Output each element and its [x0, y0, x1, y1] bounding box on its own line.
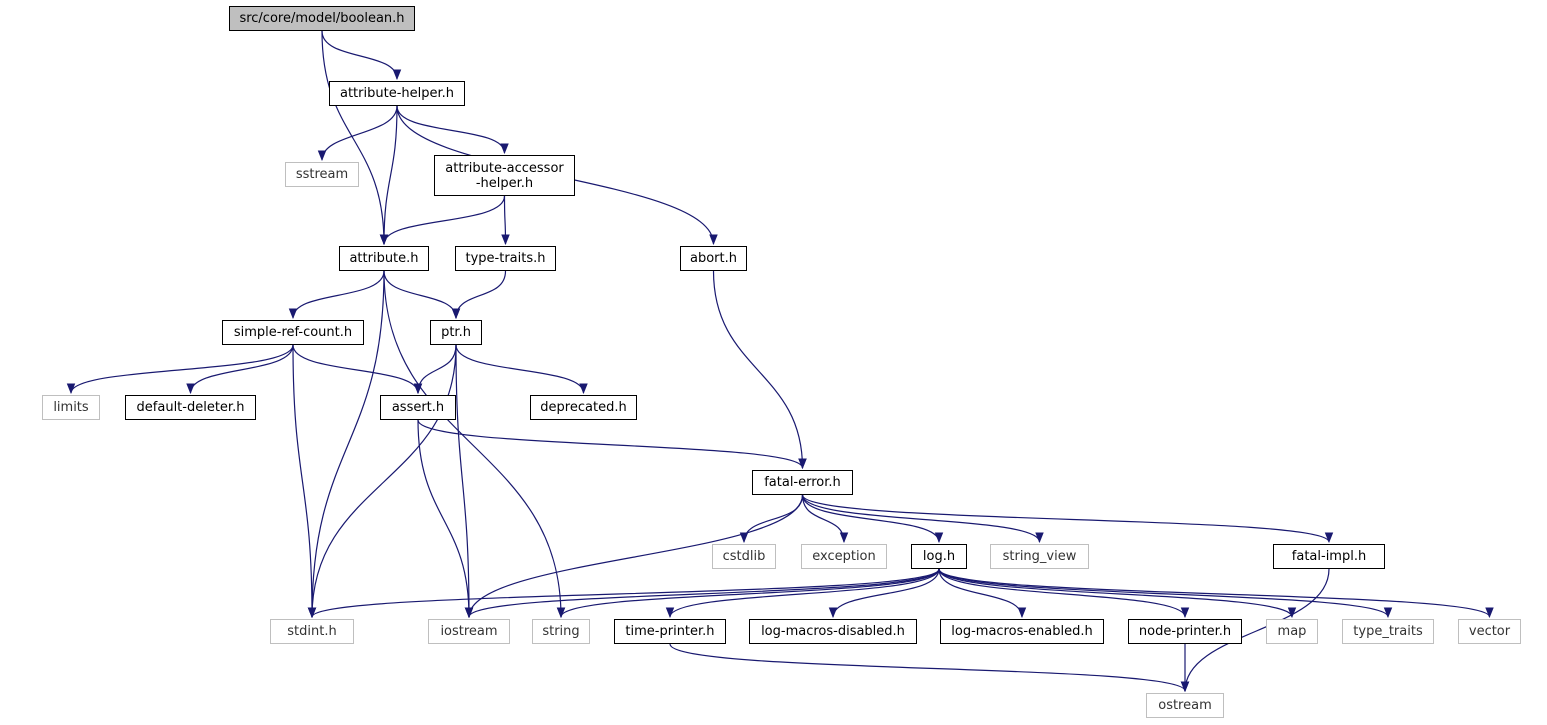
edge-attribute-accessor-to-type-traits-h [501, 195, 510, 246]
edge-fatal-error-to-exception [801, 494, 849, 544]
edge-attribute-helper-to-attribute [379, 105, 398, 246]
edge-assert-to-iostream [417, 419, 474, 619]
edge-simple-ref-count-to-default-deleter [186, 344, 294, 395]
edge-ptr-to-stdint [307, 344, 457, 619]
edge-fatal-error-to-cstdlib [739, 494, 804, 544]
edge-simple-ref-count-to-stdint [292, 344, 317, 619]
edge-fatal-error-to-iostream [464, 494, 804, 619]
edge-attribute-to-simple-ref-count [288, 270, 385, 320]
node-default-deleter[interactable]: default-deleter.h [125, 395, 256, 420]
edge-simple-ref-count-to-limits [66, 344, 294, 395]
edge-type-traits-h-to-ptr [451, 270, 507, 320]
edge-log-to-string [556, 568, 940, 619]
node-ostream: ostream [1146, 693, 1224, 718]
edge-log-to-stdint [307, 568, 940, 619]
edge-ptr-to-iostream [455, 344, 474, 619]
edge-log-to-iostream [464, 568, 940, 619]
node-abort[interactable]: abort.h [680, 246, 747, 271]
edge-fatal-error-to-log [801, 494, 944, 544]
edge-log-to-vector [938, 568, 1494, 619]
node-limits: limits [42, 395, 100, 420]
edge-fatal-error-to-fatal-impl [801, 494, 1334, 544]
edge-attribute-helper-to-sstream [317, 105, 398, 162]
node-sstream: sstream [285, 162, 359, 187]
edge-log-to-map [938, 568, 1297, 619]
edge-attribute-accessor-to-attribute [379, 195, 506, 246]
edge-boolean-to-attribute [321, 30, 389, 246]
node-type-traits: type_traits [1342, 619, 1434, 644]
edge-ptr-to-deprecated [455, 344, 588, 395]
edge-log-to-type-traits [938, 568, 1393, 619]
edge-log-to-log-macros-enabled [938, 568, 1027, 619]
edge-ptr-to-assert [413, 344, 457, 395]
node-deprecated[interactable]: deprecated.h [530, 395, 637, 420]
node-assert[interactable]: assert.h [380, 395, 456, 420]
edge-abort-to-fatal-error [712, 270, 807, 470]
node-iostream: iostream [428, 619, 510, 644]
node-attribute-accessor[interactable]: attribute-accessor -helper.h [434, 155, 575, 196]
node-time-printer[interactable]: time-printer.h [614, 619, 726, 644]
node-cstdlib: cstdlib [712, 544, 776, 569]
edge-time-printer-to-ostream [669, 643, 1190, 693]
node-ptr[interactable]: ptr.h [430, 320, 482, 345]
edge-simple-ref-count-to-assert [292, 344, 423, 395]
node-simple-ref-count[interactable]: simple-ref-count.h [222, 320, 364, 345]
node-stdint: stdint.h [270, 619, 354, 644]
edge-attribute-to-string [383, 270, 566, 619]
edge-fatal-error-to-string-view [801, 494, 1044, 544]
node-attribute-helper[interactable]: attribute-helper.h [329, 81, 465, 106]
edge-attribute-to-stdint [307, 270, 385, 619]
node-string: string [532, 619, 590, 644]
node-fatal-impl[interactable]: fatal-impl.h [1273, 544, 1385, 569]
node-attribute[interactable]: attribute.h [339, 246, 429, 271]
edge-attribute-helper-to-attribute-accessor [396, 105, 509, 155]
node-log-macros-disabled[interactable]: log-macros-disabled.h [749, 619, 917, 644]
node-string-view: string_view [990, 544, 1089, 569]
edge-log-to-log-macros-disabled [828, 568, 940, 619]
node-vector: vector [1458, 619, 1521, 644]
edge-boolean-to-attribute-helper [321, 30, 402, 81]
edge-log-to-time-printer [665, 568, 940, 619]
edge-log-to-node-printer [938, 568, 1190, 619]
node-boolean[interactable]: src/core/model/boolean.h [229, 6, 415, 31]
node-log[interactable]: log.h [911, 544, 967, 569]
node-log-macros-enabled[interactable]: log-macros-enabled.h [940, 619, 1104, 644]
node-node-printer[interactable]: node-printer.h [1128, 619, 1242, 644]
edge-attribute-to-ptr [383, 270, 461, 320]
edge-assert-to-fatal-error [417, 419, 807, 470]
edge-fatal-impl-to-ostream [1180, 568, 1330, 693]
node-exception: exception [801, 544, 887, 569]
node-fatal-error[interactable]: fatal-error.h [752, 470, 853, 495]
node-map: map [1266, 619, 1318, 644]
node-type-traits-h[interactable]: type-traits.h [455, 246, 556, 271]
